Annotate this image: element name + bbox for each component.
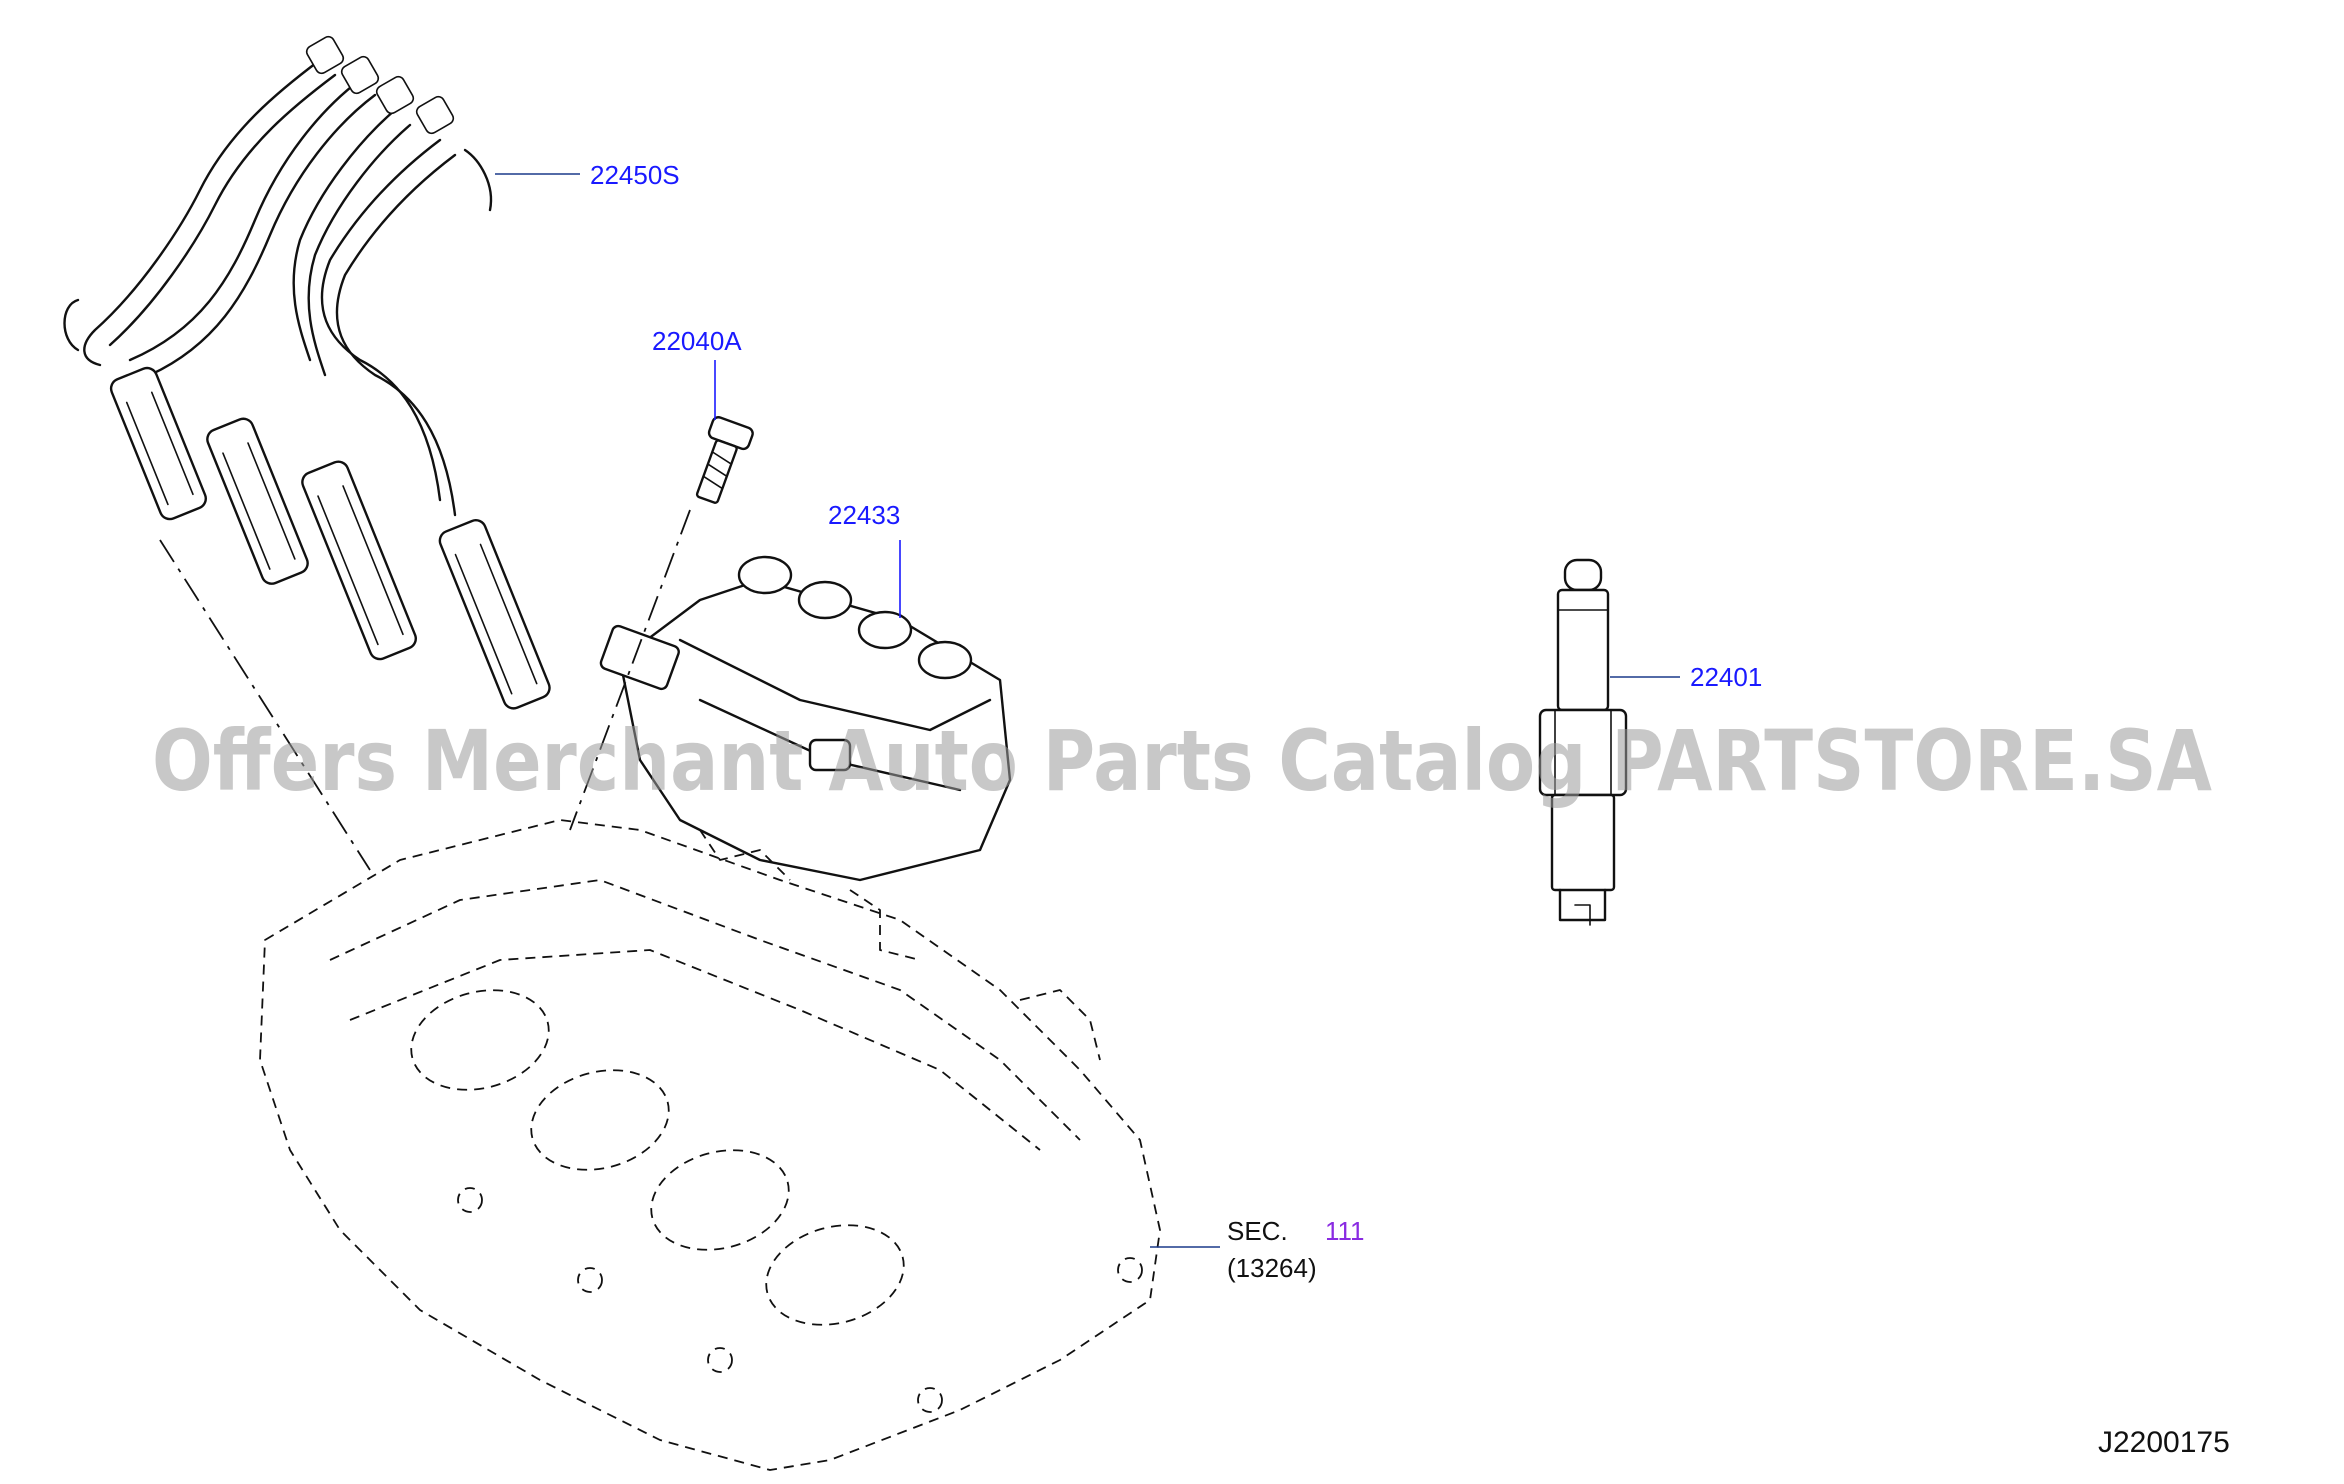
part-label-22433[interactable]: 22433 bbox=[828, 500, 900, 530]
cylinder-head-reference bbox=[259, 819, 1161, 1471]
ignition-wire-set[interactable] bbox=[63, 35, 553, 712]
watermark: Offers Merchant Auto Parts Catalog PARTS… bbox=[152, 712, 2212, 810]
alignment-line-wire bbox=[159, 539, 371, 871]
spark-plug[interactable] bbox=[1538, 558, 1628, 926]
bolt[interactable] bbox=[687, 416, 755, 507]
part-label-22401[interactable]: 22401 bbox=[1690, 662, 1762, 692]
part-label-22040A[interactable]: 22040A bbox=[652, 326, 742, 356]
alignment-line-bolt bbox=[569, 509, 691, 831]
part-label-22450S[interactable]: 22450S bbox=[590, 160, 680, 190]
drawing-code: J2200175 bbox=[2098, 1426, 2230, 1459]
section-number-link[interactable]: 111 bbox=[1325, 1216, 1365, 1246]
section-prefix: SEC. bbox=[1227, 1216, 1288, 1246]
section-subpart: (13264) bbox=[1227, 1253, 1317, 1283]
ignition-coil[interactable] bbox=[599, 555, 1012, 882]
